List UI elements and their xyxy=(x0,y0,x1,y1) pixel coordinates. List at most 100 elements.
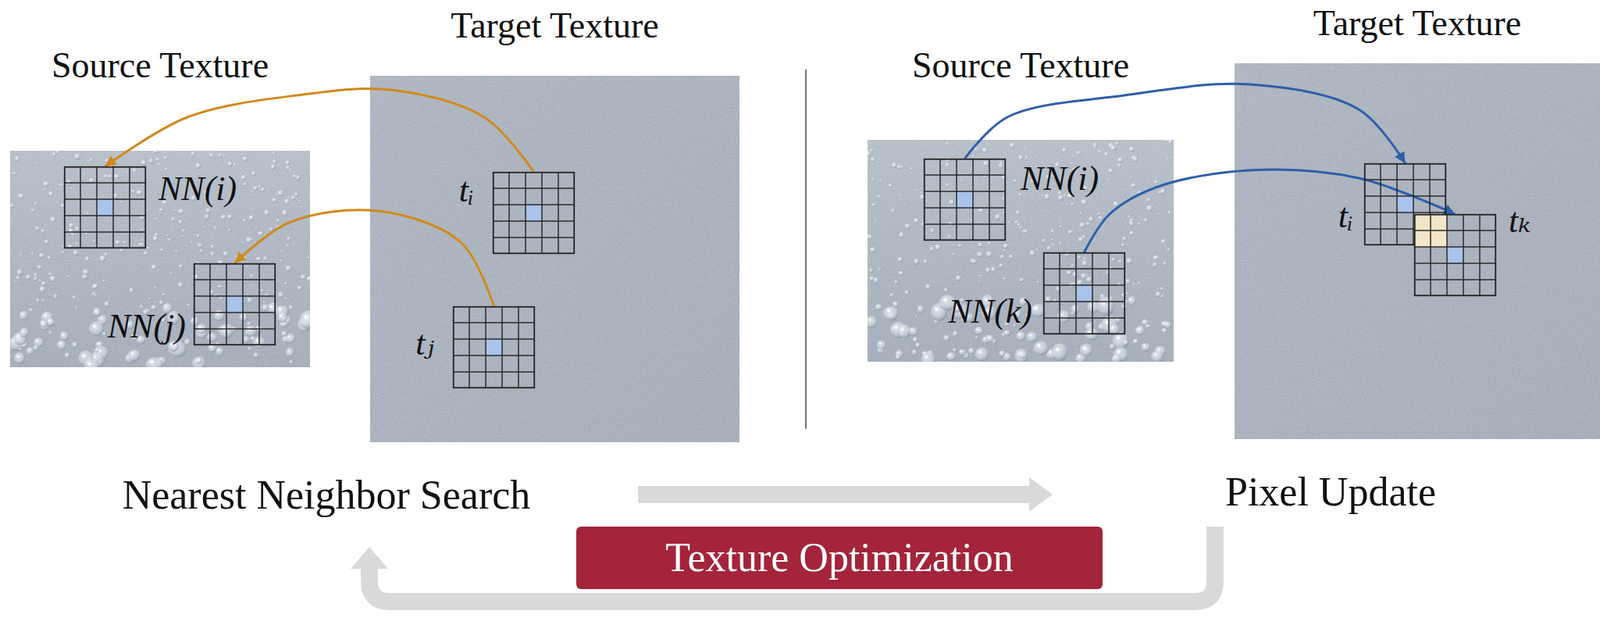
droplet xyxy=(890,208,895,213)
droplet xyxy=(272,159,278,164)
droplet xyxy=(925,284,931,289)
droplet-highlight xyxy=(983,337,986,339)
droplet xyxy=(876,195,881,200)
droplet xyxy=(149,297,152,300)
grid-line xyxy=(955,158,958,241)
droplet xyxy=(242,218,246,222)
droplet xyxy=(1051,238,1054,241)
grid-line xyxy=(1043,284,1126,286)
droplet-highlight xyxy=(956,276,959,278)
droplet xyxy=(178,281,183,288)
droplet xyxy=(1105,270,1111,275)
droplet xyxy=(242,241,245,244)
droplet xyxy=(25,274,31,280)
droplet-highlight xyxy=(871,248,874,250)
droplet-highlight xyxy=(270,305,273,308)
droplet-highlight xyxy=(285,199,288,202)
droplet xyxy=(10,203,15,208)
droplet xyxy=(203,226,207,229)
droplet xyxy=(1026,331,1037,343)
droplet-highlight xyxy=(50,277,53,279)
droplet-highlight xyxy=(218,261,220,263)
droplet-highlight xyxy=(1018,333,1021,336)
droplet xyxy=(288,305,293,310)
droplet xyxy=(1121,242,1126,247)
grid-line xyxy=(923,190,1006,193)
droplet-highlight xyxy=(21,313,24,315)
droplet xyxy=(1017,222,1021,226)
droplet xyxy=(145,356,164,368)
droplet xyxy=(17,269,23,276)
droplet xyxy=(15,275,20,281)
droplet-highlight xyxy=(81,353,86,357)
droplet xyxy=(1116,163,1122,168)
grid-border xyxy=(64,167,147,249)
grid-shape xyxy=(1043,252,1126,335)
droplet xyxy=(1115,142,1119,147)
droplet xyxy=(103,279,106,282)
droplet xyxy=(136,189,143,196)
droplet xyxy=(871,178,875,182)
droplet xyxy=(41,281,47,286)
droplet xyxy=(281,249,284,253)
droplet xyxy=(1151,350,1164,362)
droplet xyxy=(1167,210,1172,214)
droplet-highlight xyxy=(919,306,921,309)
droplet xyxy=(958,349,965,355)
droplet xyxy=(1127,214,1131,218)
droplet xyxy=(1118,260,1122,264)
droplet xyxy=(68,222,74,229)
droplet-highlight xyxy=(1060,313,1064,317)
droplet-highlight xyxy=(45,240,47,242)
droplet xyxy=(210,251,215,257)
droplet xyxy=(227,213,233,219)
texture-panel: Source TextureNN(i)NN(k) xyxy=(867,139,1174,362)
droplet xyxy=(281,331,288,337)
droplet xyxy=(895,354,901,360)
droplet xyxy=(86,211,90,214)
droplet xyxy=(181,228,186,232)
droplet-highlight xyxy=(1133,157,1135,159)
droplet xyxy=(140,160,147,166)
droplet xyxy=(892,301,899,308)
patch-grid: tᵢ xyxy=(492,171,575,254)
droplet xyxy=(284,198,290,205)
droplet-highlight xyxy=(969,349,972,351)
droplet-highlight xyxy=(1111,345,1112,346)
droplet-highlight xyxy=(210,345,212,347)
droplet xyxy=(190,240,193,243)
droplet-highlight xyxy=(912,350,914,352)
droplet xyxy=(156,269,160,271)
droplet-highlight xyxy=(874,278,877,281)
droplet xyxy=(87,160,90,164)
droplet-highlight xyxy=(301,275,303,278)
droplet xyxy=(19,253,22,256)
droplet-highlight xyxy=(228,215,229,217)
droplet xyxy=(1071,304,1080,314)
droplet-highlight xyxy=(887,308,891,313)
droplet xyxy=(71,342,78,349)
droplet xyxy=(958,243,963,247)
droplet-highlight xyxy=(1086,324,1089,326)
droplet xyxy=(14,279,18,282)
grid-line xyxy=(492,236,575,239)
panel-title: Target Texture xyxy=(1313,3,1522,44)
droplet xyxy=(217,260,224,266)
droplet xyxy=(299,310,311,329)
patch-label: tₖ xyxy=(1508,202,1531,240)
grid-cell xyxy=(1430,213,1447,231)
droplet xyxy=(167,238,171,242)
droplet xyxy=(157,220,160,222)
droplet-highlight xyxy=(1082,274,1084,276)
droplet-highlight xyxy=(1020,352,1023,354)
droplet xyxy=(1036,280,1040,284)
droplet xyxy=(71,232,75,236)
patch-label: NN(i) xyxy=(158,170,237,208)
droplet-highlight xyxy=(1111,326,1114,329)
droplet xyxy=(292,242,295,245)
droplet-highlight xyxy=(197,359,200,361)
droplet xyxy=(976,251,984,257)
droplet xyxy=(35,162,38,164)
droplet xyxy=(1093,146,1097,150)
droplet xyxy=(71,295,76,299)
